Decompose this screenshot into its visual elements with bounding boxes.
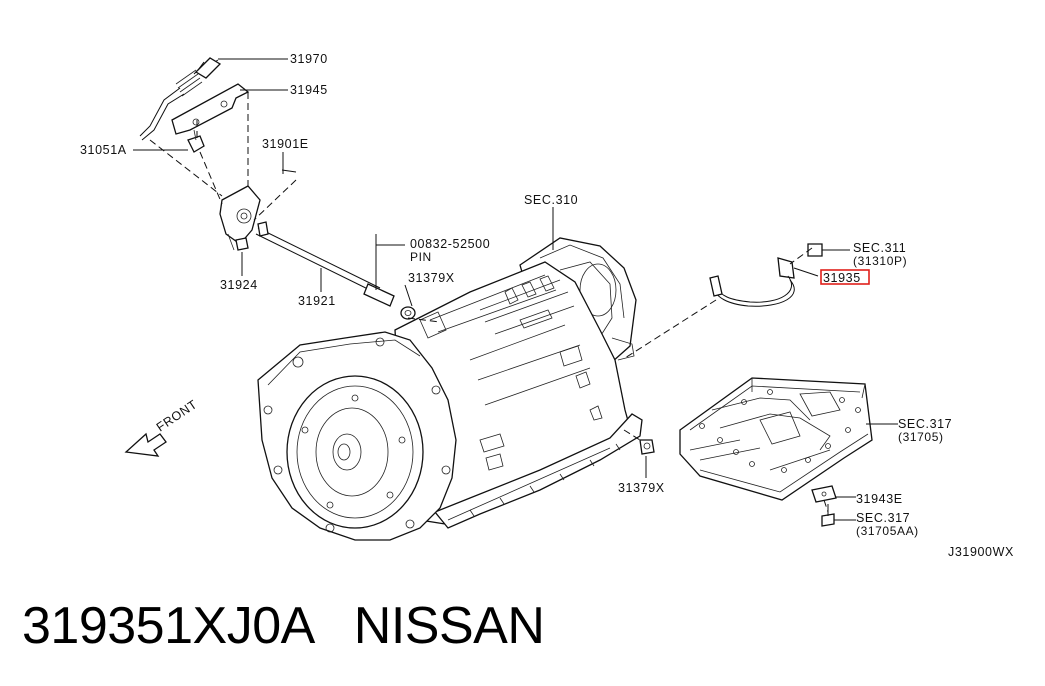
callout-sec310: SEC.310 — [524, 193, 578, 207]
transmission-drawing — [257, 237, 643, 541]
callout-31051a: 31051A — [80, 143, 127, 157]
callout-pin-part: 00832-52500 — [410, 237, 490, 251]
callout-31945: 31945 — [290, 83, 328, 97]
callout-31379x-bottom: 31379X — [618, 481, 665, 495]
leader-lines — [133, 58, 898, 521]
callout-31921: 31921 — [298, 294, 336, 308]
front-label: FRONT — [154, 397, 200, 434]
shift-parts-drawing — [139, 57, 416, 320]
callout-31970: 31970 — [290, 52, 328, 66]
caption-part-number: 319351XJ0A — [22, 597, 312, 655]
drawing-code: J31900WX — [948, 545, 1014, 559]
valve-body-drawing — [639, 377, 873, 527]
callout-sec317: SEC.317 — [898, 417, 952, 431]
callout-sec317b: SEC.317 — [856, 511, 910, 525]
callout-31379x-top: 31379X — [408, 271, 455, 285]
front-arrow — [124, 432, 167, 457]
callout-31901e: 31901E — [262, 137, 309, 151]
callout-sec311-ref: (31310P) — [853, 254, 907, 268]
highlight-box — [820, 269, 870, 285]
callout-sec317b-ref: (31705AA) — [856, 524, 919, 538]
caption-brand: NISSAN — [353, 597, 545, 655]
callout-sec317-ref: (31705) — [898, 430, 944, 444]
harness-31935-drawing — [709, 243, 823, 307]
caption: 319351XJ0A NISSAN — [22, 596, 545, 656]
parts-diagram: 31970 31945 31051A 31901E SEC.310 00832-… — [80, 52, 1014, 559]
callout-pin-word: PIN — [410, 250, 432, 264]
callout-31943e: 31943E — [856, 492, 903, 506]
callout-31924: 31924 — [220, 278, 258, 292]
callout-31935-highlighted: 31935 — [823, 271, 861, 285]
callout-sec311: SEC.311 — [853, 241, 906, 255]
